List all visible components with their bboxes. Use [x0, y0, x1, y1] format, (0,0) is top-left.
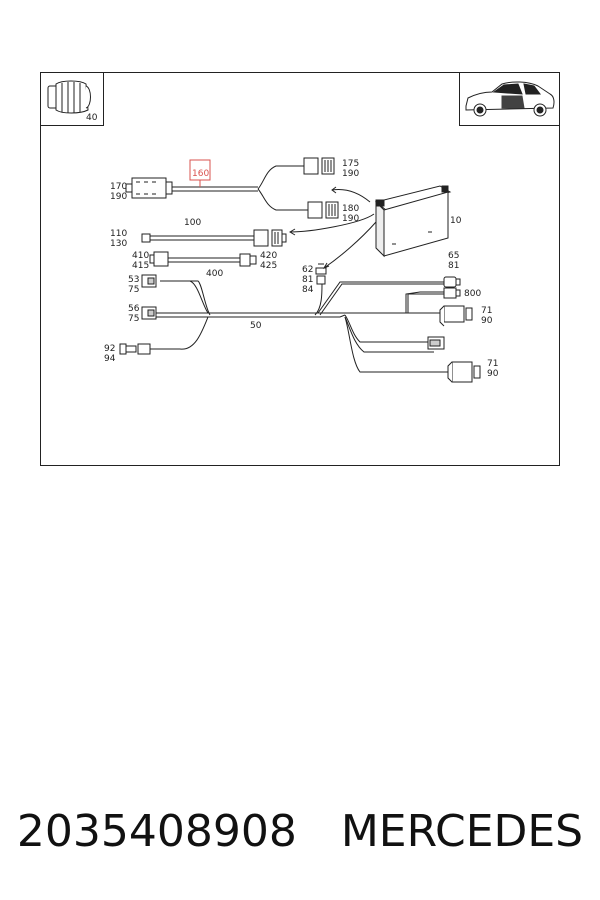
- label-100: 100: [184, 218, 201, 228]
- label-400: 400: [206, 269, 223, 279]
- brand-name: MERCEDES: [340, 805, 584, 857]
- label-90: 90: [481, 316, 493, 326]
- label-90: 90: [487, 369, 499, 379]
- label-81: 81: [302, 275, 313, 285]
- connector-100-icon: [253, 229, 287, 247]
- diagram-border: [40, 72, 560, 466]
- label-53: 53: [128, 275, 139, 285]
- connector-71-upper-icon: [439, 305, 473, 327]
- part-caption: 2035408908 MERCEDES: [0, 796, 600, 866]
- label-94: 94: [104, 354, 116, 364]
- label-800: 800: [464, 289, 481, 299]
- label-410: 410: [132, 251, 149, 261]
- connector-56-icon: [141, 306, 157, 320]
- label-175: 175: [342, 159, 359, 169]
- part-number: 2035408908: [16, 805, 297, 857]
- connector-180-icon: [307, 201, 339, 219]
- connector-65-icon: [443, 276, 461, 288]
- inset-part-label: 40: [86, 113, 98, 123]
- connector-420-icon: [239, 253, 257, 267]
- connector-800-icon: [443, 287, 461, 299]
- connector-92-icon: [119, 343, 151, 355]
- label-81: 81: [448, 261, 459, 271]
- reference-arrows: [289, 186, 377, 270]
- connector-110-icon: [141, 233, 151, 243]
- label-420: 420: [260, 251, 277, 261]
- label-84: 84: [302, 285, 314, 295]
- label-190: 190: [342, 214, 359, 224]
- grommet-inset: 40: [40, 72, 104, 126]
- connector-62-icon: [315, 263, 327, 285]
- connector-410-icon: [149, 251, 169, 267]
- control-module-icon: [374, 185, 452, 258]
- car-icon: [465, 81, 555, 117]
- label-170: 170: [110, 182, 127, 192]
- label-62: 62: [302, 265, 313, 275]
- harness-lines: [150, 165, 460, 373]
- label-130: 130: [110, 239, 127, 249]
- connector-mid-icon: [427, 336, 445, 350]
- highlight-part-label: 160: [192, 169, 209, 179]
- connectors: [119, 157, 481, 383]
- label-415: 415: [132, 261, 149, 271]
- label-50: 50: [250, 321, 262, 331]
- connector-53-icon: [141, 274, 157, 288]
- label-71: 71: [481, 306, 492, 316]
- label-71: 71: [487, 359, 498, 369]
- label-75: 75: [128, 285, 139, 295]
- connector-71-lower-icon: [447, 361, 481, 383]
- connector-170-icon: [125, 177, 173, 199]
- label-425: 425: [260, 261, 277, 271]
- label-75: 75: [128, 314, 139, 324]
- grommet-icon: [47, 80, 91, 114]
- part-labels: 170 190 175 190 180 190 10 100 110 130 4…: [104, 159, 499, 379]
- vehicle-inset: [459, 72, 560, 126]
- wiring-diagram: 40: [40, 72, 560, 466]
- label-65: 65: [448, 251, 459, 261]
- label-190: 190: [110, 192, 127, 202]
- label-56: 56: [128, 304, 140, 314]
- label-110: 110: [110, 229, 127, 239]
- connector-175-icon: [303, 157, 335, 175]
- label-92: 92: [104, 344, 115, 354]
- label-180: 180: [342, 204, 359, 214]
- label-190: 190: [342, 169, 359, 179]
- label-10: 10: [450, 216, 462, 226]
